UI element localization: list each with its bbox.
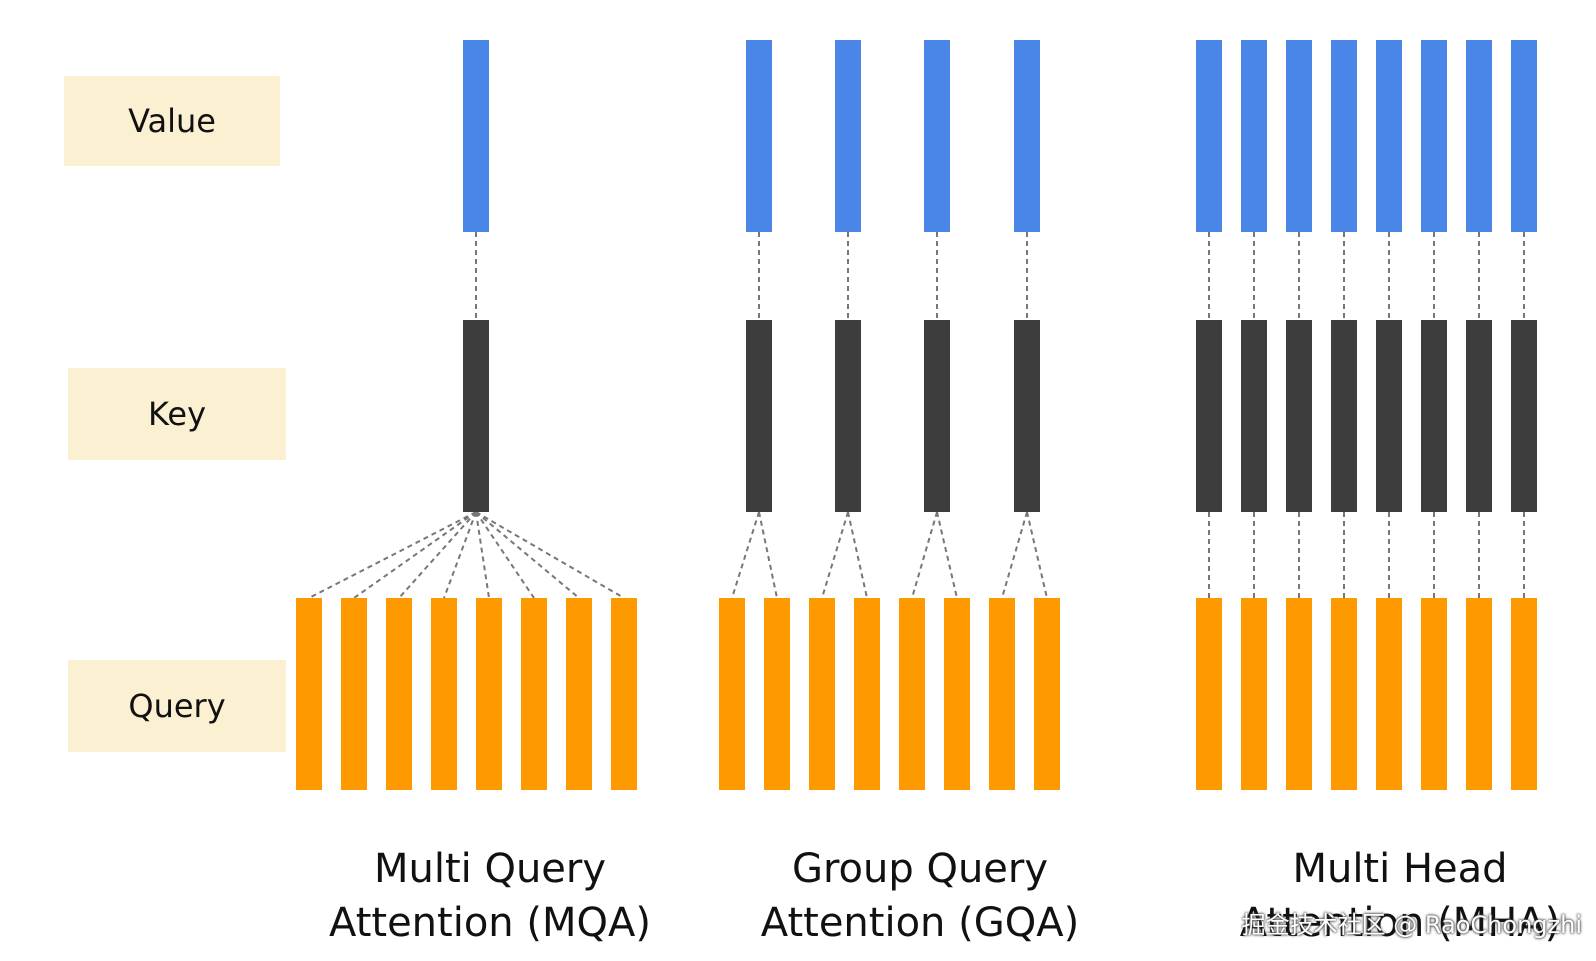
mha-query-head bbox=[1376, 598, 1402, 790]
mqa-key-query-connector bbox=[443, 511, 477, 599]
watermark: 掘金技术社区 @ RaoChongzhi bbox=[1241, 911, 1582, 939]
gqa-key-query-connector bbox=[758, 511, 778, 599]
mha-query-head bbox=[1331, 598, 1357, 790]
mha-title-line2: Attention (MHA) bbox=[1239, 900, 1561, 946]
mha-value-head bbox=[1286, 40, 1312, 232]
mha-query-head bbox=[1421, 598, 1447, 790]
mqa-query-head bbox=[296, 598, 322, 790]
mqa-key-query-connector bbox=[308, 511, 477, 599]
mha-key-head bbox=[1196, 320, 1222, 512]
mqa-key-query-connector bbox=[398, 511, 477, 599]
gqa-key-query-connector bbox=[821, 511, 849, 599]
gqa-key-query-connector bbox=[1001, 511, 1028, 599]
mha-query-head bbox=[1196, 598, 1222, 790]
mha-value-head bbox=[1241, 40, 1267, 232]
gqa-key-query-connector bbox=[1026, 511, 1048, 599]
gqa-query-head bbox=[944, 598, 970, 790]
mha-key-head bbox=[1511, 320, 1537, 512]
mqa-title-line2: Attention (MQA) bbox=[329, 900, 651, 946]
mha-key-head bbox=[1376, 320, 1402, 512]
gqa-panel-title: Group Query Attention (GQA) bbox=[730, 842, 1110, 950]
value-row-label: Value bbox=[64, 76, 280, 166]
mqa-key-query-connector bbox=[475, 511, 580, 599]
mha-value-head bbox=[1466, 40, 1492, 232]
gqa-value-head bbox=[1014, 40, 1040, 232]
mha-query-head bbox=[1511, 598, 1537, 790]
gqa-key-head bbox=[924, 320, 950, 512]
mha-value-head bbox=[1511, 40, 1537, 232]
gqa-title-line1: Group Query bbox=[791, 846, 1049, 892]
mqa-query-head bbox=[611, 598, 637, 790]
mha-value-head bbox=[1196, 40, 1222, 232]
mqa-query-head bbox=[566, 598, 592, 790]
mha-query-head bbox=[1286, 598, 1312, 790]
gqa-key-head bbox=[1014, 320, 1040, 512]
gqa-key-query-connector bbox=[731, 511, 760, 599]
mqa-title-line1: Multi Query bbox=[373, 846, 607, 892]
mha-value-head bbox=[1331, 40, 1357, 232]
gqa-value-head bbox=[924, 40, 950, 232]
mha-title-line1: Multi Head bbox=[1292, 846, 1508, 892]
mha-key-head bbox=[1331, 320, 1357, 512]
query-row-label: Query bbox=[68, 660, 286, 752]
mqa-key-query-connector bbox=[475, 511, 490, 599]
gqa-query-head bbox=[1034, 598, 1060, 790]
mqa-key-head bbox=[463, 320, 489, 512]
mha-key-head bbox=[1466, 320, 1492, 512]
mha-query-head bbox=[1241, 598, 1267, 790]
gqa-key-query-connector bbox=[936, 511, 958, 599]
gqa-key-head bbox=[746, 320, 772, 512]
mqa-query-head bbox=[431, 598, 457, 790]
mqa-key-query-connector bbox=[475, 511, 625, 599]
mqa-value-head bbox=[463, 40, 489, 232]
bars-layer bbox=[296, 40, 1537, 790]
mqa-key-query-connector bbox=[353, 511, 477, 599]
mha-value-head bbox=[1376, 40, 1402, 232]
gqa-value-head bbox=[746, 40, 772, 232]
gqa-query-head bbox=[989, 598, 1015, 790]
gqa-query-head bbox=[764, 598, 790, 790]
mha-key-head bbox=[1286, 320, 1312, 512]
mqa-query-head bbox=[521, 598, 547, 790]
key-row-label: Key bbox=[68, 368, 286, 460]
mqa-query-head bbox=[476, 598, 502, 790]
gqa-key-query-connector bbox=[911, 511, 938, 599]
gqa-query-head bbox=[899, 598, 925, 790]
mqa-panel-title: Multi Query Attention (MQA) bbox=[300, 842, 680, 950]
gqa-query-head bbox=[809, 598, 835, 790]
gqa-query-head bbox=[719, 598, 745, 790]
mha-key-head bbox=[1421, 320, 1447, 512]
gqa-title-line2: Attention (GQA) bbox=[760, 900, 1080, 946]
gqa-query-head bbox=[854, 598, 880, 790]
mqa-query-head bbox=[386, 598, 412, 790]
mha-panel-title: Multi Head Attention (MHA) bbox=[1210, 842, 1590, 950]
mha-key-head bbox=[1241, 320, 1267, 512]
connectors-layer bbox=[308, 232, 1525, 599]
gqa-key-query-connector bbox=[847, 511, 868, 599]
mha-query-head bbox=[1466, 598, 1492, 790]
mqa-query-head bbox=[341, 598, 367, 790]
gqa-key-head bbox=[835, 320, 861, 512]
gqa-value-head bbox=[835, 40, 861, 232]
mqa-key-query-connector bbox=[475, 511, 535, 599]
mha-value-head bbox=[1421, 40, 1447, 232]
